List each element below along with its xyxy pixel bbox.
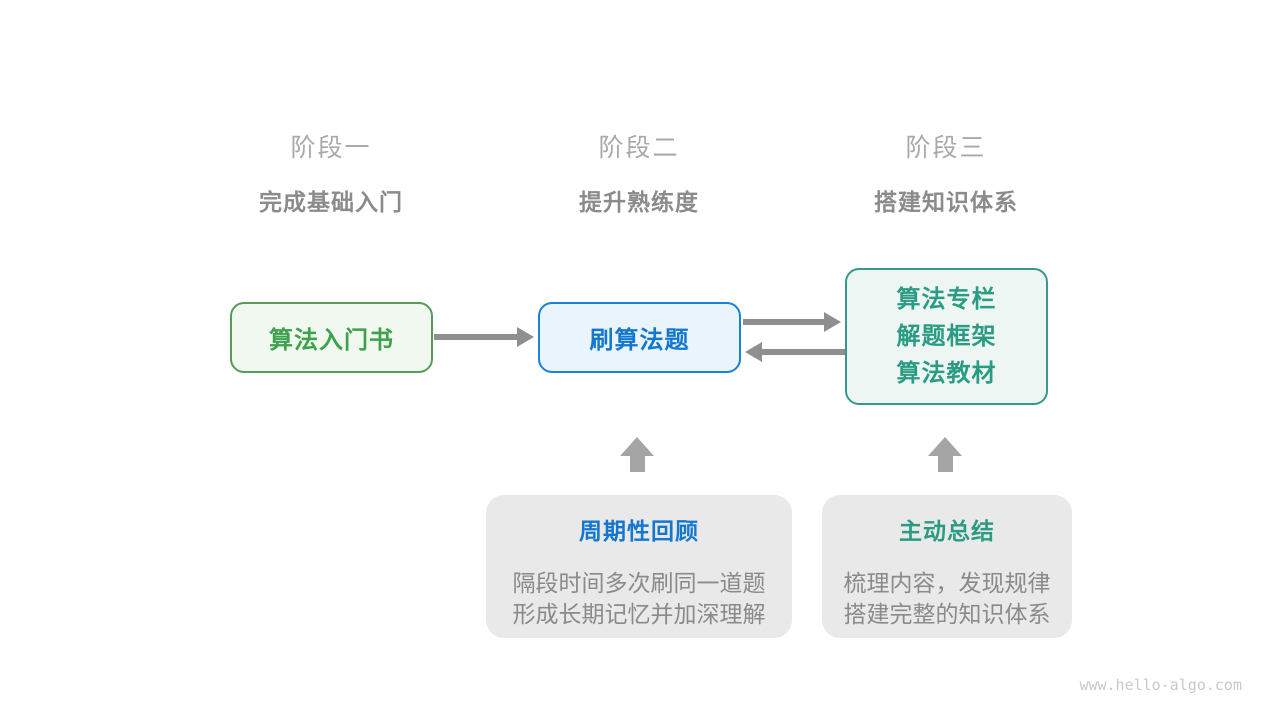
callout-active-summary-title: 主动总结 bbox=[899, 518, 995, 544]
callout-periodic-review-line-1: 隔段时间多次刷同一道题 bbox=[512, 570, 766, 596]
callout-periodic-review-body: 隔段时间多次刷同一道题 形成长期记忆并加深理解 bbox=[486, 568, 792, 630]
arrow-stage1-to-stage2-line bbox=[434, 334, 519, 340]
stage-2-label: 阶段二 bbox=[598, 134, 680, 162]
stage-1-subtitle: 完成基础入门 bbox=[259, 189, 403, 215]
stage-3-header: 阶段三 搭建知识体系 bbox=[796, 128, 1096, 217]
up-arrow-summary-head-icon bbox=[928, 437, 962, 456]
arrow-stage1-to-stage2-head-icon bbox=[517, 327, 534, 347]
up-arrow-review-stem bbox=[630, 455, 645, 472]
callout-active-summary-line-1: 梳理内容，发现规律 bbox=[843, 570, 1051, 596]
node-practice-problems-label: 刷算法题 bbox=[589, 327, 690, 354]
callout-active-summary-body: 梳理内容，发现规律 搭建完整的知识体系 bbox=[822, 568, 1072, 630]
stage-1-header: 阶段一 完成基础入门 bbox=[181, 128, 481, 217]
callout-periodic-review-line-2: 形成长期记忆并加深理解 bbox=[512, 601, 766, 627]
node-advanced-resources-line-1: 算法专栏 bbox=[896, 286, 997, 313]
up-arrow-review-head-icon bbox=[620, 437, 654, 456]
stage-3-subtitle: 搭建知识体系 bbox=[874, 189, 1018, 215]
stage-2-subtitle: 提升熟练度 bbox=[579, 189, 699, 215]
node-intro-book-label: 算法入门书 bbox=[269, 327, 394, 354]
arrow-stage2-to-stage3-line bbox=[743, 319, 826, 325]
callout-active-summary: 主动总结 梳理内容，发现规律 搭建完整的知识体系 bbox=[822, 495, 1072, 638]
node-advanced-resources-line-3: 算法教材 bbox=[896, 360, 997, 387]
callout-periodic-review: 周期性回顾 隔段时间多次刷同一道题 形成长期记忆并加深理解 bbox=[486, 495, 792, 638]
node-advanced-resources: 算法专栏 解题框架 算法教材 bbox=[845, 268, 1048, 405]
stage-2-header: 阶段二 提升熟练度 bbox=[489, 128, 789, 217]
up-arrow-summary-stem bbox=[938, 455, 953, 472]
node-advanced-resources-line-2: 解题框架 bbox=[896, 323, 997, 350]
stage-3-label: 阶段三 bbox=[905, 134, 987, 162]
site-watermark: www.hello-algo.com bbox=[1079, 676, 1242, 694]
arrow-stage2-to-stage3-head-icon bbox=[824, 312, 841, 332]
node-practice-problems: 刷算法题 bbox=[538, 302, 741, 373]
arrow-stage3-to-stage2-head-icon bbox=[745, 342, 762, 362]
node-intro-book: 算法入门书 bbox=[230, 302, 433, 373]
arrow-stage3-to-stage2-line bbox=[762, 349, 845, 355]
callout-active-summary-line-2: 搭建完整的知识体系 bbox=[843, 601, 1051, 627]
callout-periodic-review-title: 周期性回顾 bbox=[579, 518, 699, 544]
stage-1-label: 阶段一 bbox=[290, 134, 372, 162]
